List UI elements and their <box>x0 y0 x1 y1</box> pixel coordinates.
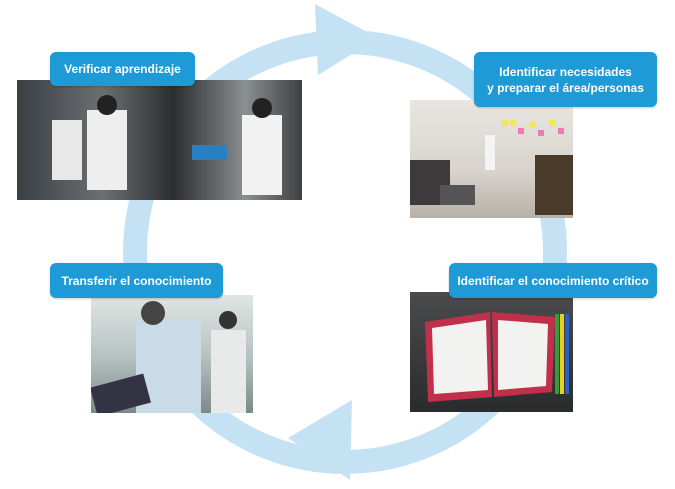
label-verify-learning: Verificar aprendizaje <box>50 52 195 86</box>
label-transfer-knowledge: Transferir el conocimiento <box>50 263 223 298</box>
label-text: Transferir el conocimiento <box>61 273 212 288</box>
label-text: Verificar aprendizaje <box>64 62 181 76</box>
label-text: Identificar el conocimiento crítico <box>457 273 649 288</box>
photo-verify-learning <box>17 80 302 200</box>
arrowhead-top <box>315 4 378 75</box>
photo-critical-knowledge <box>410 292 573 412</box>
photo-identify-needs <box>410 100 573 218</box>
label-text-line1: Identificar necesidades <box>499 64 632 79</box>
label-text-line2: y preparar el área/personas <box>487 80 644 95</box>
photo-transfer-knowledge <box>91 295 253 413</box>
label-critical-knowledge: Identificar el conocimiento crítico <box>449 263 657 298</box>
arrowhead-bottom <box>288 400 352 480</box>
